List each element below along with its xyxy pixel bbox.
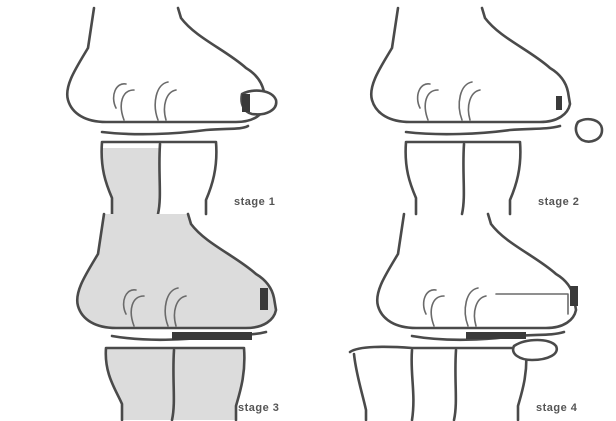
joint-line: [406, 126, 560, 134]
tibia-shaded-region: [106, 348, 245, 420]
panel-stage-1: stage 1: [67, 8, 276, 214]
joint-line: [102, 126, 248, 134]
tibia-shaded-region: [102, 148, 160, 214]
crater-outline: [496, 294, 568, 314]
lesion-marker: [260, 288, 268, 310]
panel-stage-3: stage 3: [77, 214, 279, 420]
lesion-marker: [570, 286, 578, 306]
lesion-marker: [556, 96, 562, 110]
femur-internal-lines: [418, 82, 480, 120]
joint-cartilage-band: [172, 332, 252, 340]
femur-internal-lines: [424, 288, 486, 326]
femur-outline: [377, 214, 576, 328]
panel-label-3: stage 3: [238, 402, 279, 414]
tibia-outline: [350, 347, 526, 420]
panel-stage-4: stage 4: [350, 214, 578, 420]
lesion-marker: [242, 94, 250, 112]
femur-shaded-region: [77, 214, 276, 328]
panel-label-4: stage 4: [536, 402, 578, 414]
tibia-outline: [406, 142, 521, 214]
femur-outline: [67, 8, 266, 122]
osteochondral-fragment: [576, 119, 602, 141]
panel-stage-2: stage 2: [371, 8, 602, 214]
femur-internal-lines: [114, 82, 176, 120]
loose-body-fragment: [513, 340, 557, 360]
femur-outline: [371, 8, 570, 122]
panel-label-2: stage 2: [538, 196, 579, 208]
panel-label-1: stage 1: [234, 196, 275, 208]
joint-cartilage-band: [466, 332, 526, 339]
